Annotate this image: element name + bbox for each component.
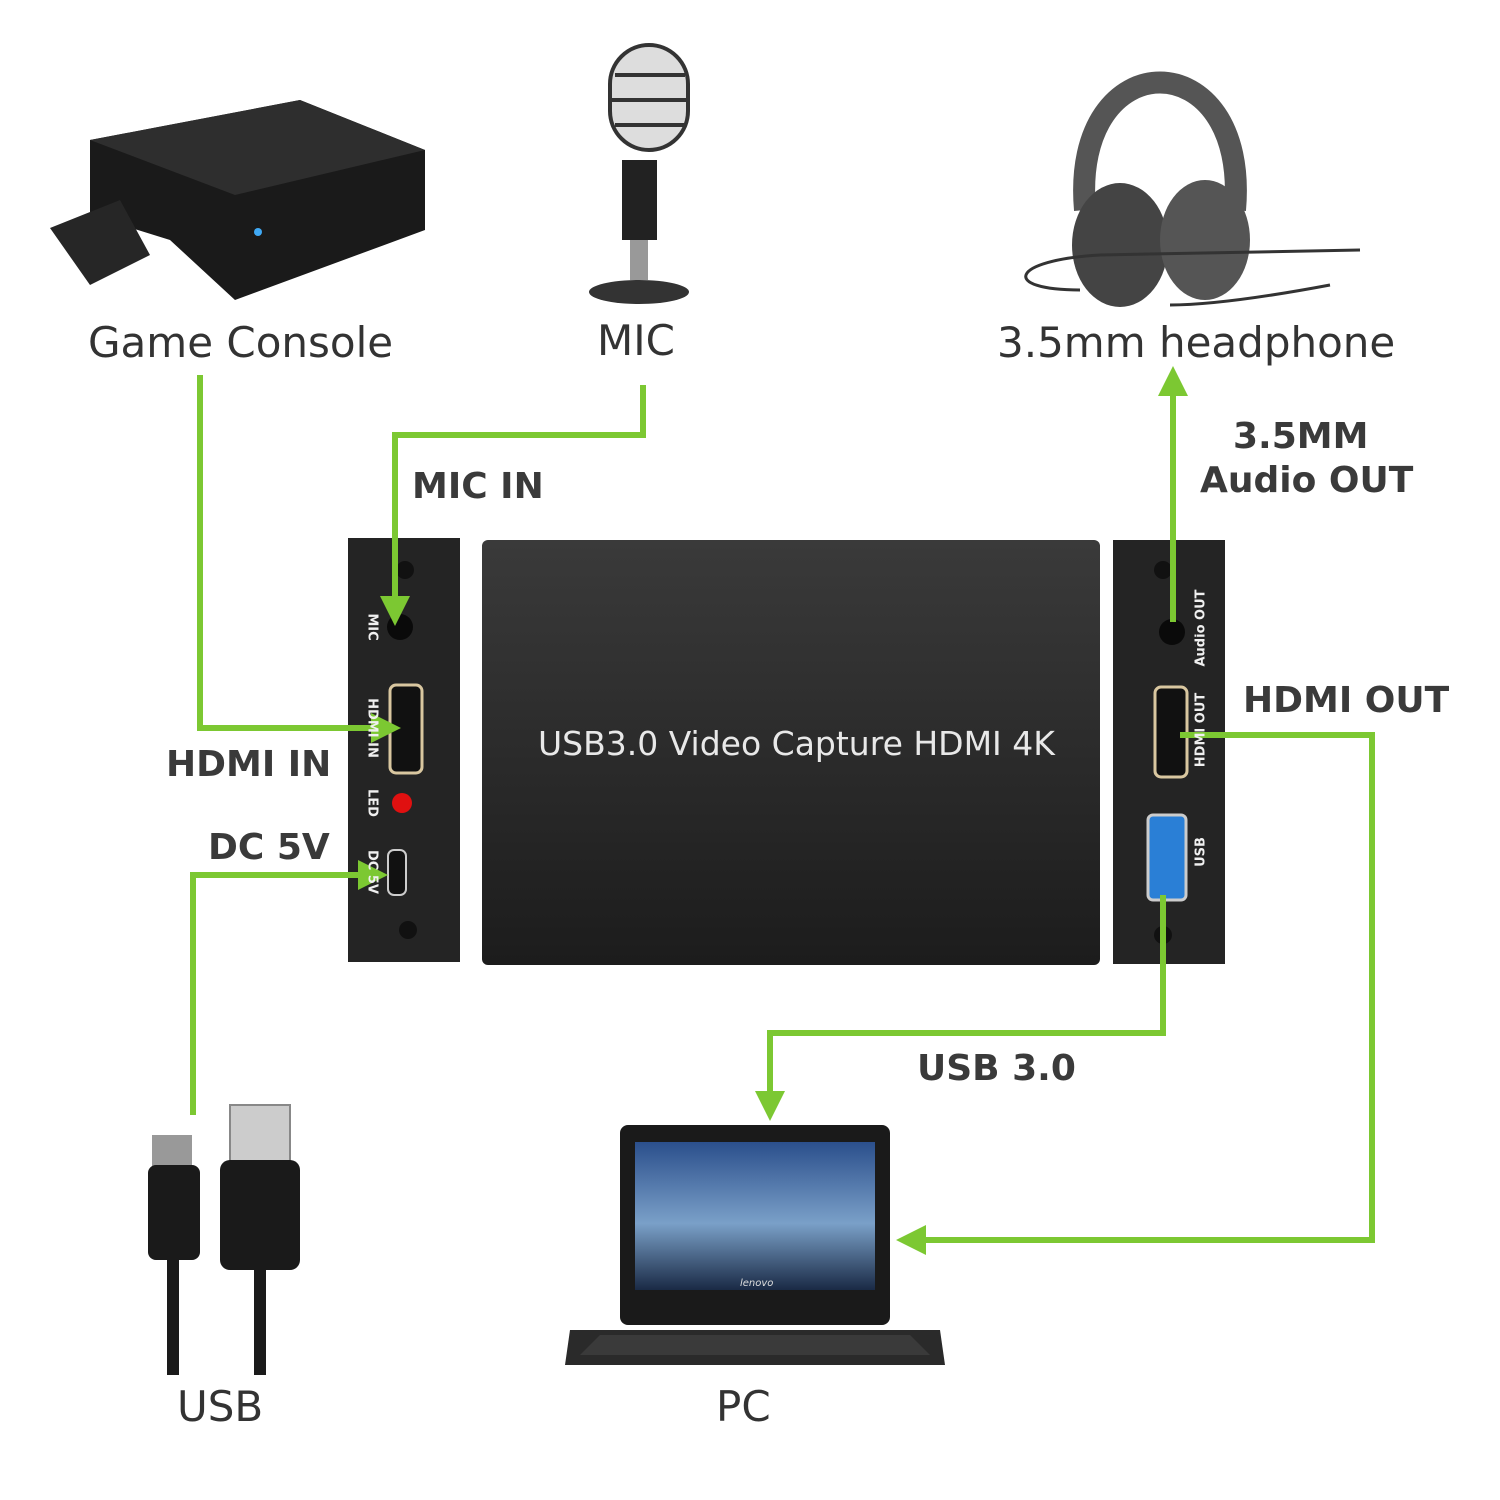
label-dc-5v: DC 5V: [208, 827, 330, 868]
arrow-hdmi-in: [197, 375, 401, 743]
usb-cable-image: [148, 1104, 300, 1375]
usb-port: [1146, 813, 1188, 902]
label-audio-out-1: 3.5MM: [1233, 416, 1369, 457]
label-usb: USB: [177, 1382, 264, 1431]
label-mic: MIC: [597, 316, 675, 365]
label-usb-30: USB 3.0: [917, 1048, 1076, 1089]
headphone-image: [1024, 71, 1361, 307]
mic-jack: [387, 614, 413, 640]
label-audio-out-2: Audio OUT: [1200, 460, 1414, 501]
label-pc: PC: [716, 1382, 771, 1431]
arrow-dc-5v: [190, 860, 388, 1115]
capture-card-body: [482, 540, 1100, 965]
panel-label-mic: MIC: [364, 613, 380, 641]
label-hdmi-out: HDMI OUT: [1243, 680, 1450, 721]
capture-card-title: USB3.0 Video Capture HDMI 4K: [538, 724, 1055, 763]
dc-port: [387, 849, 407, 896]
led-indicator: [392, 793, 412, 813]
arrow-hdmi-out: [896, 732, 1375, 1255]
arrow-mic-in: [380, 385, 646, 626]
label-headphone: 3.5mm headphone: [997, 318, 1396, 367]
panel-label-led: LED: [364, 789, 380, 817]
panel-label-hdmi-out: HDMI OUT: [1193, 692, 1209, 768]
audio-out-jack: [1159, 619, 1185, 645]
arrow-usb-30: [755, 895, 1166, 1121]
laptop-image: [565, 1125, 945, 1365]
microphone-image: [589, 43, 690, 304]
laptop-brand-logo: lenovo: [740, 1278, 774, 1289]
panel-label-usb: USB: [1193, 837, 1209, 867]
game-console-image: [50, 100, 425, 300]
label-game-console: Game Console: [88, 318, 394, 367]
label-hdmi-in: HDMI IN: [166, 744, 332, 785]
panel-label-hdmi-in: HDMI IN: [364, 698, 380, 758]
capture-card-right-panel: [1113, 540, 1225, 964]
panel-label-audio-out: Audio OUT: [1193, 589, 1209, 667]
label-mic-in: MIC IN: [412, 466, 544, 507]
panel-label-dc-5v: DC 5V: [364, 850, 380, 894]
